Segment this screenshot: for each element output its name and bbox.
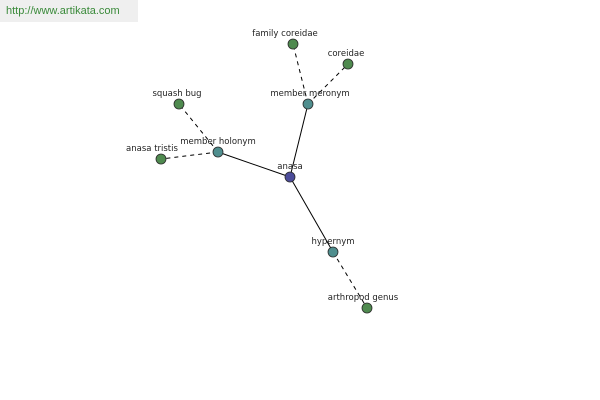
node-label-hypernym[interactable]: hypernym [311,237,354,247]
node-marker-coreidae[interactable] [342,58,354,70]
edge-member-holonym-to-squash-bug [178,103,219,153]
graph-nodes: anasa member meronym member holonym hyperny… [126,29,399,314]
edge-member-holonym-to-anasa-tristis [160,151,219,160]
node-label-member-meronym[interactable]: member meronym [270,89,349,99]
node-marker-hypernym[interactable] [327,246,339,258]
site-url-text[interactable]: http://www.artikata.com [6,5,120,17]
node-member-holonym[interactable]: member holonym [180,137,256,158]
graph-edges [160,43,368,309]
node-label-arthropod-genus[interactable]: arthropod genus [328,293,399,303]
node-coreidae[interactable]: coreidae [328,49,365,70]
node-arthropod-genus[interactable]: arthropod genus [328,293,399,314]
edge-hypernym-to-arthropod-genus [332,251,368,309]
node-marker-anasa[interactable] [284,171,296,183]
node-label-squash-bug[interactable]: squash bug [152,89,201,99]
node-marker-member-holonym[interactable] [212,146,224,158]
node-label-coreidae[interactable]: coreidae [328,49,365,59]
node-squash-bug[interactable]: squash bug [152,89,202,110]
node-marker-family-coreidae[interactable] [287,38,299,50]
node-marker-arthropod-genus[interactable] [361,302,373,314]
edge-anasa-to-hypernym [289,176,334,253]
node-label-anasa-tristis[interactable]: anasa tristis [126,144,178,154]
edge-anasa-to-member-meronym [289,103,309,178]
edge-member-meronym-to-coreidae [307,63,349,105]
node-marker-anasa-tristis[interactable] [155,153,167,165]
node-label-member-holonym[interactable]: member holonym [180,137,255,147]
node-anasa-tristis[interactable]: anasa tristis [126,144,179,165]
node-anasa[interactable]: anasa [277,162,303,183]
node-family-coreidae[interactable]: family coreidae [252,29,318,50]
node-member-meronym[interactable]: member meronym [270,89,350,110]
site-url-banner[interactable]: http://www.artikata.com [0,0,138,22]
node-marker-squash-bug[interactable] [173,98,185,110]
node-hypernym[interactable]: hypernym [311,237,355,258]
edge-member-meronym-to-family-coreidae [292,43,309,105]
node-label-anasa[interactable]: anasa [277,162,302,172]
node-label-family-coreidae[interactable]: family coreidae [252,29,318,39]
node-marker-member-meronym[interactable] [302,98,314,110]
edge-anasa-to-member-holonym [217,151,291,178]
